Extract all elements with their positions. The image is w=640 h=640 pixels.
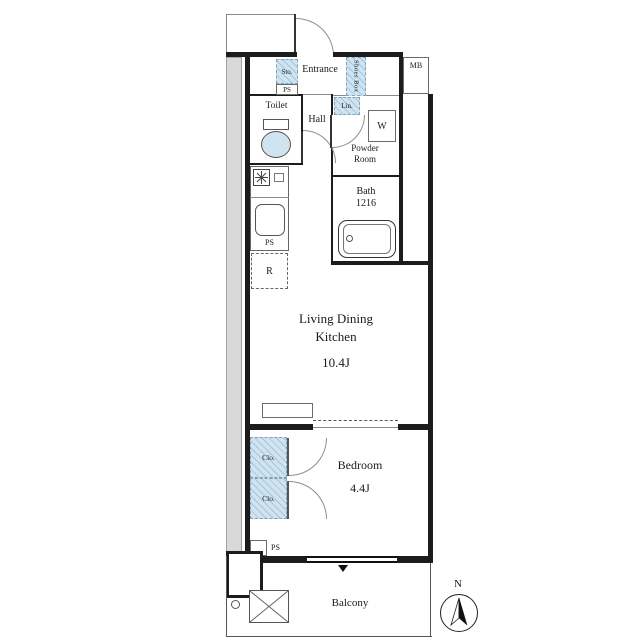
living-size-label: 10.4J <box>322 355 350 370</box>
meter-box-label: MB <box>409 61 423 70</box>
stove-burner-icon <box>253 169 270 186</box>
common-corridor-area <box>226 57 242 555</box>
bath-drain-icon <box>346 235 353 242</box>
storage-label: Sto. <box>281 67 293 76</box>
bedroom-size-label: 4.4J <box>350 481 370 495</box>
sliding-door-track-line <box>313 427 398 428</box>
wall-segment <box>226 52 297 57</box>
bath-size-label: 1216 <box>356 198 376 209</box>
storage-box: Sto. <box>276 59 298 84</box>
pipe-space-kitchen-label: PS <box>265 238 274 247</box>
wall-segment <box>397 556 433 563</box>
toilet-door-leaf <box>301 132 303 163</box>
closet-lower: Clo. <box>250 478 287 519</box>
window-marker-triangle <box>338 565 348 572</box>
wall-segment <box>331 94 333 115</box>
closet-door-leaf <box>287 481 289 519</box>
wall-segment <box>245 52 250 563</box>
sliding-door-track-dashed <box>313 420 398 421</box>
bath-room-label: Bath <box>356 186 376 197</box>
balcony-window <box>307 556 397 563</box>
refrigerator-label: R <box>266 265 273 277</box>
washer-label: W <box>377 120 387 132</box>
powder-room-label-2: Room <box>353 154 376 164</box>
shoes-box: Shoes Box <box>346 57 366 96</box>
porch-outline-left <box>226 14 227 54</box>
hall-label: Hall <box>308 114 326 125</box>
entrance-door-arc <box>296 18 334 56</box>
balcony-edge-left <box>226 556 227 637</box>
balcony-edge-bottom <box>226 636 432 637</box>
washer-space: W <box>368 110 396 142</box>
entrance-step-line <box>303 94 331 95</box>
grill-icon <box>274 173 284 182</box>
wall-segment <box>333 52 403 57</box>
wall-segment <box>250 163 303 165</box>
living-label-2: Kitchen <box>315 329 357 344</box>
bathtub-inner-icon <box>343 224 391 254</box>
pipe-space-bedroom-label: PS <box>271 543 280 552</box>
closet-lower-label: Clo. <box>262 494 275 503</box>
living-label-1: Living Dining <box>298 311 374 326</box>
sink-icon <box>255 204 285 236</box>
wall-segment <box>428 94 433 563</box>
linen-label: Lin. <box>341 102 353 110</box>
wall-segment <box>245 424 313 430</box>
pipe-space-entrance: PS <box>276 84 298 95</box>
meter-box: MB <box>403 57 429 94</box>
linen-closet: Lin. <box>334 97 360 115</box>
sliding-door-panel <box>262 403 313 418</box>
pipe-space-label: PS <box>283 85 291 94</box>
entrance-room-label: Entrance <box>302 64 338 75</box>
toilet-bowl-icon <box>261 131 291 158</box>
toilet-room-label: Toilet <box>265 101 288 111</box>
wall-segment <box>245 556 307 563</box>
wall-segment <box>250 94 303 96</box>
balcony-drain-icon <box>231 600 240 609</box>
porch-outline-top <box>226 14 296 15</box>
ac-unit-icon <box>249 590 289 623</box>
powder-door-leaf <box>330 115 332 148</box>
counter-divider-line <box>250 197 289 198</box>
wall-segment <box>331 148 333 263</box>
wall-segment <box>331 261 433 265</box>
closet-upper: Clo. <box>250 437 287 478</box>
compass-icon <box>440 594 478 632</box>
shoes-box-label: Shoes Box <box>352 60 360 93</box>
wall-segment <box>333 175 399 177</box>
refrigerator-space: R <box>251 253 288 289</box>
bedroom-label: Bedroom <box>337 458 383 472</box>
powder-room-label-1: Powder <box>351 143 379 153</box>
entrance-step-line <box>333 95 399 96</box>
toilet-tank-icon <box>263 119 289 130</box>
balcony-edge-right <box>430 563 431 636</box>
bathtub-icon <box>338 220 396 258</box>
wall-segment <box>301 94 303 132</box>
compass-north-label: N <box>454 578 462 590</box>
closet-door-leaf <box>287 438 289 476</box>
wall-segment <box>399 52 403 265</box>
wall-segment <box>398 424 433 430</box>
entrance-door-leaf <box>294 14 296 56</box>
balcony-label: Balcony <box>331 597 369 609</box>
closet-upper-label: Clo. <box>262 453 275 462</box>
